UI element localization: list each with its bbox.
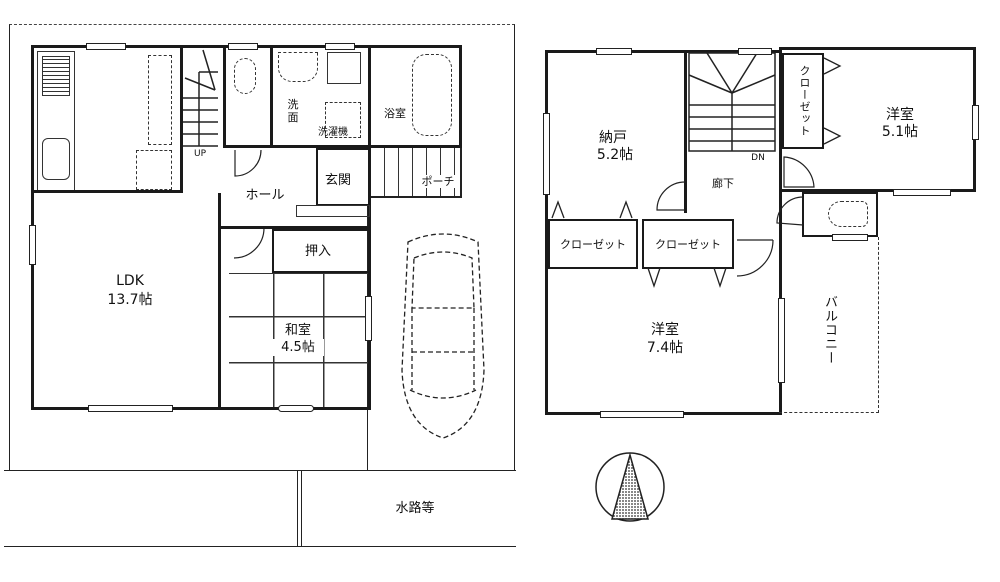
washroom-bottom-wall — [223, 145, 373, 148]
western1-door — [783, 156, 815, 188]
corridor-label: 廊下 — [712, 177, 734, 190]
porch-label: ポーチ — [418, 175, 458, 188]
window-western2-bottom — [600, 411, 684, 418]
porch-area — [371, 148, 462, 198]
storage-door — [656, 181, 686, 211]
toilet2-bowl — [828, 201, 868, 227]
window-western1-right — [972, 105, 979, 140]
balcony-area — [779, 237, 879, 413]
storage-name: 納戸 — [599, 130, 627, 146]
western2-size: 7.4帖 — [646, 340, 684, 356]
closet-b-doors — [647, 267, 727, 289]
north-arrow-icon — [595, 452, 665, 522]
stairs-floor2 — [688, 52, 776, 152]
kitchen-island — [148, 55, 172, 145]
ldk-upper-wall — [31, 190, 181, 193]
site-line-lower — [4, 546, 516, 547]
bath-label: 浴室 — [384, 107, 406, 120]
ldk-name: LDK — [116, 273, 144, 289]
stair-wall-right — [180, 48, 183, 193]
oshiire-room — [272, 229, 370, 273]
toilet1-wall-left — [223, 48, 226, 148]
washitsu-name: 和室 — [276, 322, 320, 339]
closet-a-label: クローゼット — [560, 238, 626, 251]
window-western2-right — [778, 298, 785, 383]
window-storage-top — [596, 48, 632, 55]
washer-dashed — [325, 102, 361, 138]
western2-name: 洋室 — [651, 322, 679, 338]
closet-c-doors — [823, 57, 842, 145]
washitsu-size: 4.5帖 — [272, 339, 324, 356]
window-storage-left — [543, 113, 550, 195]
toilet1-wall-right — [270, 48, 273, 148]
stairs-floor1 — [183, 49, 218, 147]
kitchen-storage — [136, 150, 172, 190]
closet-c-label: クローゼット — [798, 65, 811, 137]
entrance-label: 玄関 — [324, 173, 351, 188]
western1-name: 洋室 — [886, 107, 914, 123]
storage-size: 5.2帖 — [596, 147, 634, 163]
window-toilet2 — [832, 234, 868, 241]
bathtub — [412, 54, 452, 136]
window-washroom — [325, 43, 355, 50]
closet-a-doors — [551, 200, 633, 219]
western1-size: 5.1帖 — [881, 124, 919, 140]
hall-label: ホール — [245, 188, 285, 203]
window-stairs-top — [738, 48, 772, 55]
sink — [42, 138, 70, 180]
toilet1-bowl — [234, 58, 256, 94]
western2-door — [736, 239, 774, 277]
window-kitchen-top — [86, 43, 126, 50]
car-outline — [401, 233, 485, 439]
closet-b — [642, 219, 734, 269]
site-line-bottom — [4, 470, 516, 471]
washer-label: 洗濯機 — [318, 127, 348, 138]
stairs-up-label: UP — [193, 149, 206, 159]
closet-c — [782, 53, 824, 149]
bath-outer — [368, 45, 462, 148]
site-boundary — [9, 24, 515, 470]
closet-a — [548, 219, 638, 269]
hall-door — [234, 149, 262, 177]
closet-b-label: クローゼット — [655, 238, 721, 251]
ldk-size: 13.7帖 — [107, 292, 153, 308]
window-ldk-bottom — [88, 405, 173, 412]
toilet2-door — [776, 196, 804, 226]
stairs-down-label: DN — [751, 153, 765, 163]
window-ldk-left — [29, 225, 36, 265]
waterway-divider — [297, 470, 302, 546]
washer-space — [327, 52, 361, 84]
window-washitsu-right — [365, 296, 372, 341]
washbasin — [278, 52, 318, 82]
oshiire-label: 押入 — [304, 244, 331, 259]
hall-bottom-wall — [221, 226, 371, 229]
stove — [42, 56, 70, 96]
washitsu-door — [233, 227, 265, 259]
waterway-label: 水路等 — [395, 501, 435, 516]
window-washitsu-bottom — [278, 405, 314, 412]
window-toilet1 — [228, 43, 258, 50]
storage-right-wall — [684, 53, 687, 213]
ldk-right-wall — [218, 193, 221, 410]
washroom-label: 洗面 — [287, 98, 299, 124]
entrance-step — [296, 205, 370, 217]
balcony-label: バルコニー — [822, 295, 837, 365]
window-western1-bottom — [893, 189, 951, 196]
